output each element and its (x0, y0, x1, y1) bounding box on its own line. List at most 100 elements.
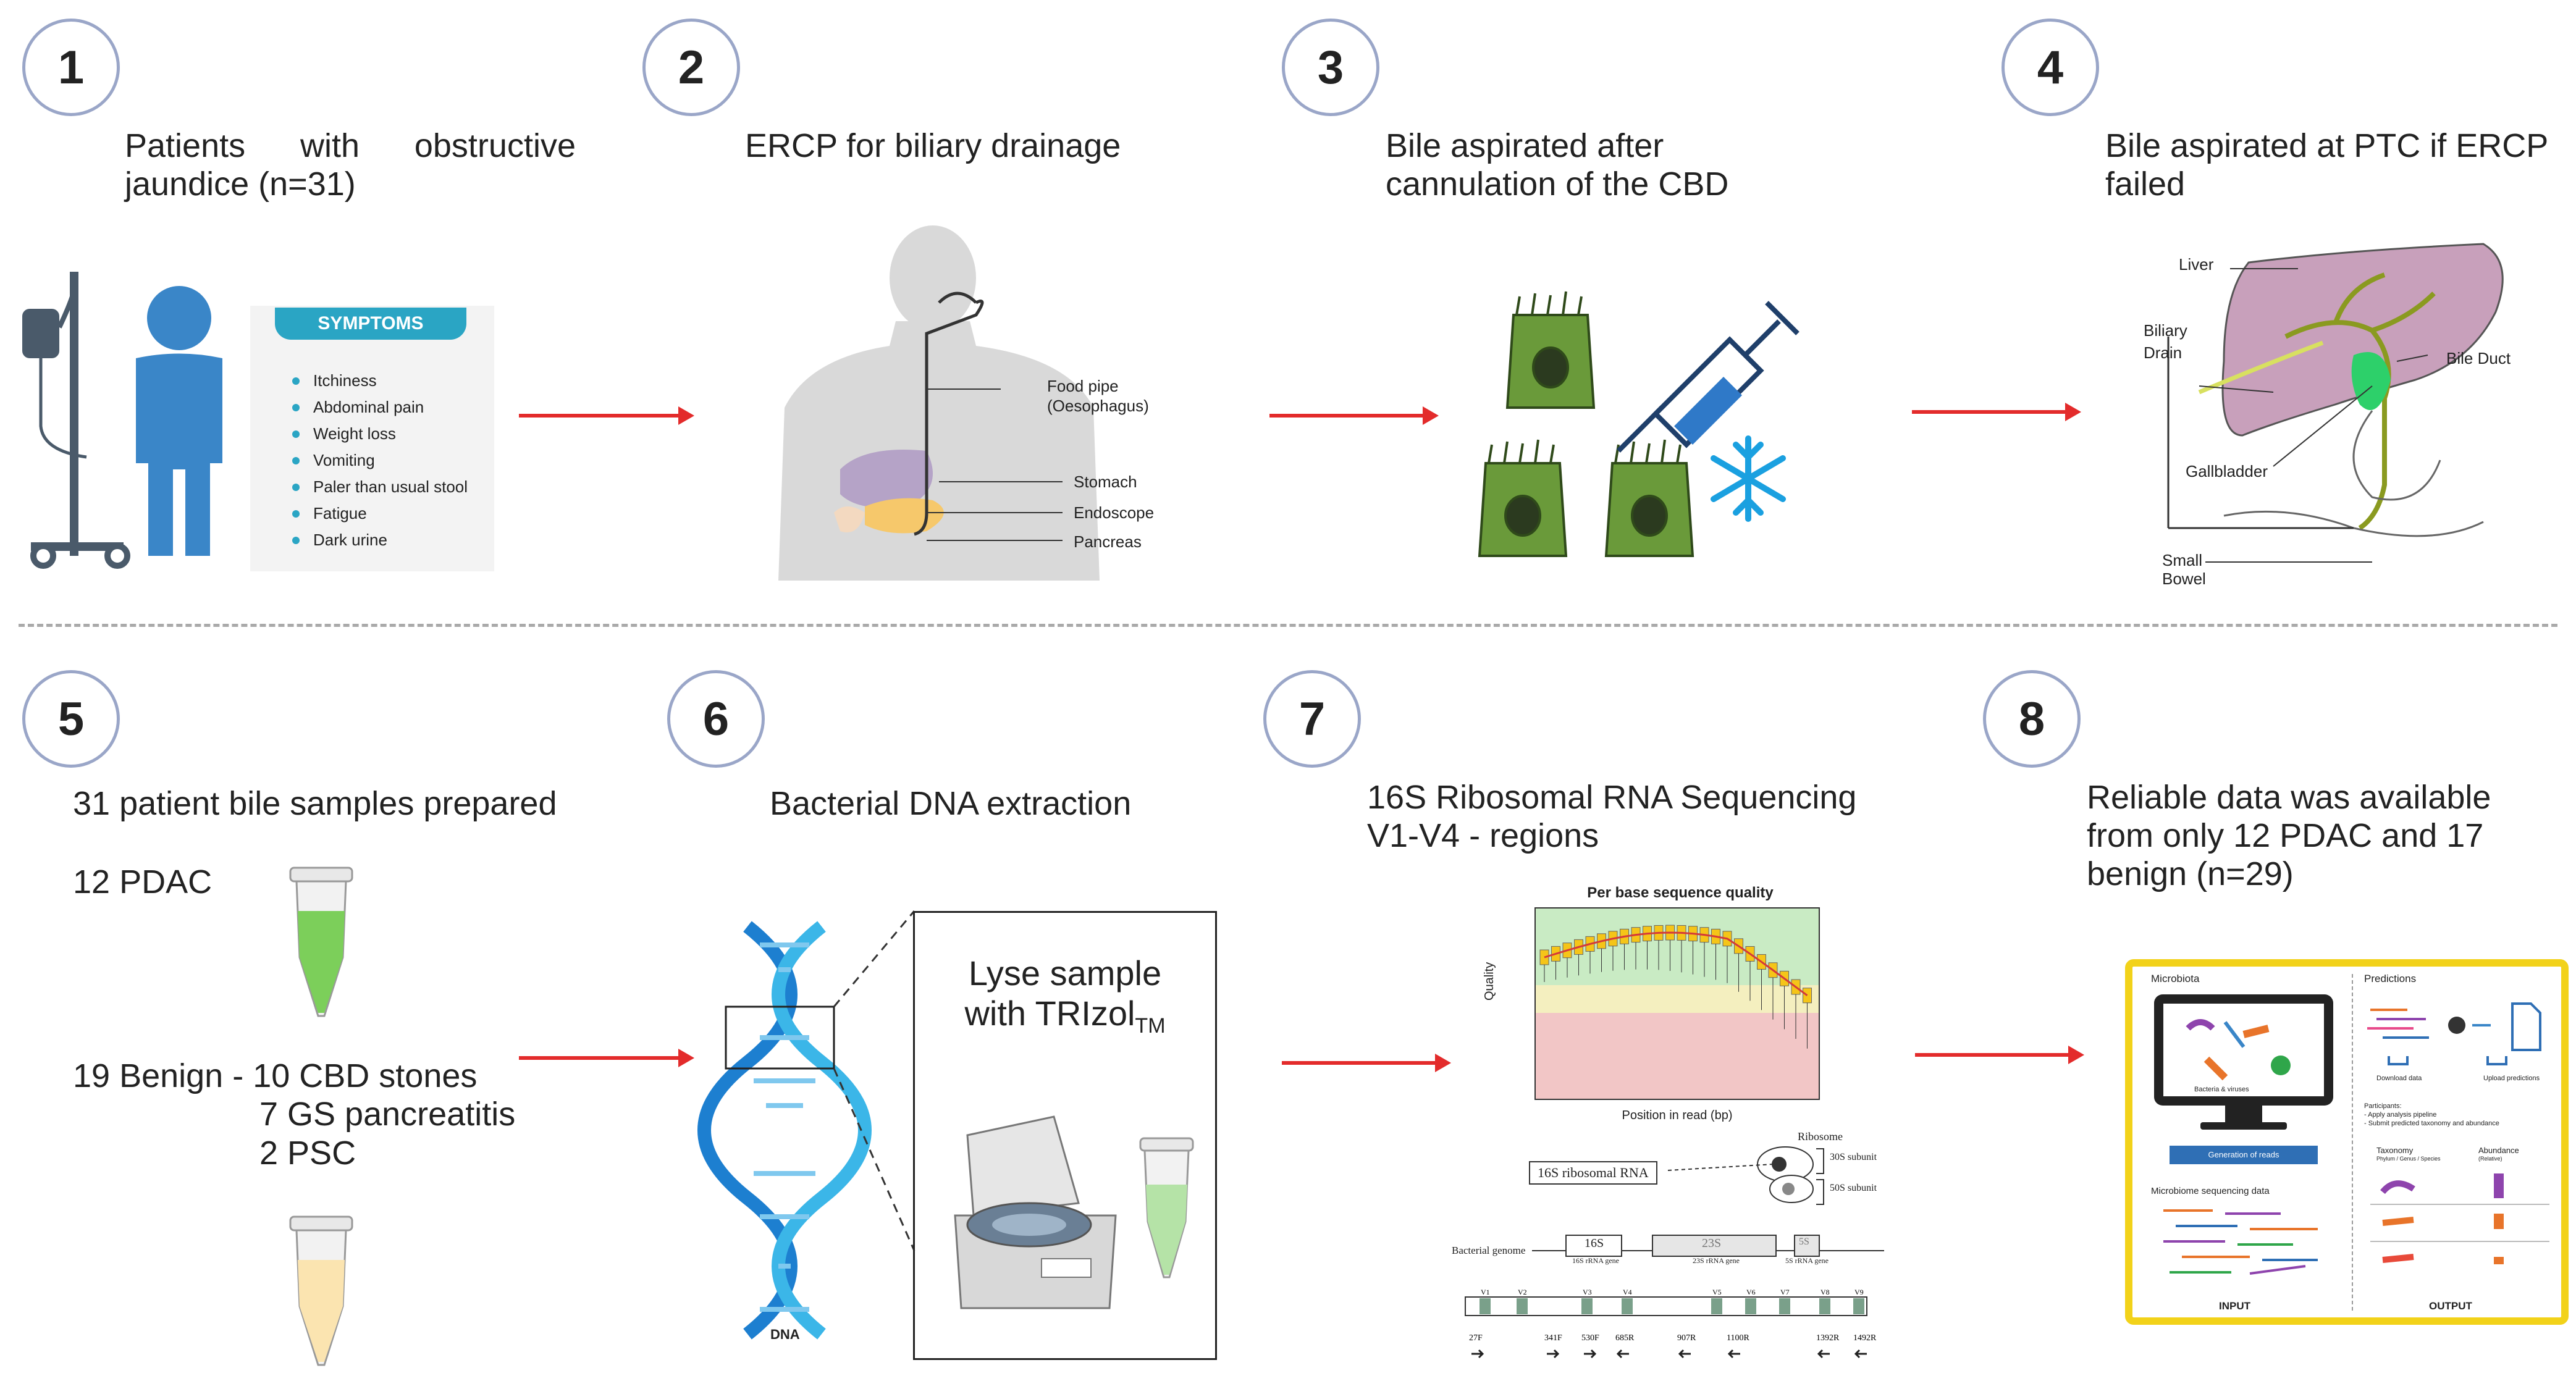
microbiota-label: Microbiota (2151, 973, 2200, 984)
symptom-label: Abdominal pain (313, 398, 424, 416)
variable-region-label: V5 (1712, 1288, 1722, 1296)
taxonomy-sub: Phylum / Genus / Species (2376, 1156, 2441, 1162)
label-50s: 50S subunit (1830, 1183, 1877, 1193)
label-food-pipe: Food pipe (1047, 377, 1119, 395)
quality-chart (1534, 907, 1820, 1100)
step-6-badge: 6 (667, 670, 765, 768)
primer-arrow-icon (1547, 1349, 1560, 1359)
gene-16s-label: 16S rRNA gene (1572, 1256, 1619, 1265)
arrow-7-8 (1915, 1046, 2084, 1064)
label-gallbladder: Gallbladder (2186, 462, 2268, 481)
variable-region-box (1819, 1298, 1830, 1314)
symptom-label: Fatigue (313, 504, 367, 523)
arrow-3-4 (1912, 403, 2081, 421)
dna-helix-icon (697, 921, 872, 1340)
quality-chart-title: Per base sequence quality (1587, 884, 1774, 901)
primer-label: 530F (1581, 1333, 1599, 1343)
variable-region-label: V1 (1481, 1288, 1490, 1296)
label-endoscope: Endoscope (1074, 503, 1155, 522)
symptom-item: Paler than usual stool (292, 474, 468, 500)
bullet-icon (292, 510, 300, 518)
label-30s: 30S subunit (1830, 1152, 1877, 1162)
label-stomach: Stomach (1074, 472, 1137, 491)
variable-region-label: V4 (1623, 1288, 1632, 1296)
arrow-2-3 (1269, 406, 1439, 425)
symptoms-title: SYMPTOMS (275, 308, 466, 340)
symptom-item: Dark urine (292, 527, 468, 553)
bullet-icon (292, 403, 300, 411)
lyse-line-2: with TRIzolTM (964, 994, 1166, 1038)
variable-region-label: V3 (1583, 1288, 1592, 1296)
participants-label: Participants: (2364, 1102, 2402, 1110)
arrow-6-7 (1282, 1054, 1451, 1072)
variable-region-label: V6 (1746, 1288, 1756, 1296)
step-6-caption: Bacterial DNA extraction (770, 785, 1132, 822)
genome-23s: 23S (1702, 1236, 1722, 1250)
gene-5s-label: 5S rRNA gene (1785, 1256, 1829, 1265)
gene-23s-label: 23S rRNA gene (1693, 1256, 1740, 1265)
biliary-cells-illustration (1478, 291, 1799, 557)
label-pancreas: Pancreas (1074, 532, 1142, 551)
output-label: OUTPUT (2429, 1300, 2472, 1312)
primer-arrow-icon (1584, 1349, 1597, 1359)
step-2-badge: 2 (642, 19, 740, 116)
genome-label: Bacterial genome (1452, 1245, 1526, 1256)
symptom-label: Itchiness (313, 371, 377, 390)
participants-step-2: - Submit predicted taxonomy and abundanc… (2364, 1120, 2499, 1127)
dna-label: DNA (770, 1327, 800, 1342)
symptom-label: Dark urine (313, 531, 387, 549)
taxonomy-abundance-table (2370, 1173, 2549, 1264)
benign-label-3: 2 PSC (259, 1135, 356, 1172)
primer-arrow-icon (1854, 1349, 1867, 1359)
step-7-caption: 16S Ribosomal RNA Sequencing V1-V4 - reg… (1367, 779, 1857, 854)
input-label: INPUT (2219, 1300, 2250, 1312)
ribosome-icon (1667, 1146, 1824, 1205)
variable-region-box (1622, 1298, 1633, 1314)
step-3-badge: 3 (1282, 19, 1379, 116)
step-4-caption: Bile aspirated at PTC if ERCP failed (2105, 127, 2549, 203)
symptom-item: Vomiting (292, 447, 468, 474)
label-oesophagus: (Oesophagus) (1047, 397, 1149, 415)
ribosome-label: Ribosome (1798, 1130, 1843, 1143)
bullet-icon (292, 483, 300, 491)
reads-illustration (2163, 1209, 2318, 1275)
output-panel: Microbiota Predictions Bacteria & viruse… (2125, 959, 2569, 1325)
primer-arrow-icon (1817, 1349, 1830, 1359)
label-biliary: Biliary (2144, 321, 2187, 340)
bullet-icon (292, 456, 300, 464)
step-1-badge: 1 (22, 19, 120, 116)
primer-label: 1100R (1727, 1333, 1749, 1343)
symptom-item: Weight loss (292, 421, 468, 447)
primer-label: 27F (1469, 1333, 1483, 1343)
step-8-badge: 8 (1983, 670, 2081, 768)
primer-arrow-icon (1678, 1349, 1691, 1359)
quality-chart-xlabel: Position in read (bp) (1622, 1109, 1733, 1122)
rrna-box: 16S ribosomal RNA (1529, 1161, 1657, 1185)
primer-label: 685R (1615, 1333, 1635, 1343)
symptom-label: Paler than usual stool (313, 477, 468, 496)
abundance-sub: (Relative) (2478, 1156, 2502, 1162)
liver-illustration (2167, 243, 2504, 563)
variable-region-label: V8 (1820, 1288, 1830, 1296)
primer-label: 1492R (1853, 1333, 1877, 1343)
variable-region-box (1779, 1298, 1790, 1314)
quality-chart-ylabel: Quality (1483, 962, 1496, 1001)
monitor-icon (2154, 994, 2333, 1130)
lyse-line-1: Lyse sample (968, 954, 1162, 993)
pdac-tube-icon (289, 867, 353, 1017)
download-label: Download data (2376, 1075, 2422, 1082)
bullet-icon (292, 536, 300, 544)
step-7-badge: 7 (1263, 670, 1361, 768)
variable-region-box (1581, 1298, 1593, 1314)
taxonomy-label: Taxonomy (2376, 1146, 2414, 1155)
genome-5s: 5S (1799, 1236, 1809, 1247)
arrow-5-6 (519, 1049, 694, 1067)
label-small: Small (2162, 551, 2203, 569)
primer-label: 907R (1677, 1333, 1696, 1343)
microbiome-label: Microbiome sequencing data (2151, 1186, 2270, 1196)
lysis-box: Lyse sample with TRIzolTM (913, 911, 1217, 1360)
benign-label-1: 19 Benign - 10 CBD stones (73, 1057, 478, 1094)
step-3-caption: Bile aspirated after cannulation of the … (1386, 127, 1729, 203)
